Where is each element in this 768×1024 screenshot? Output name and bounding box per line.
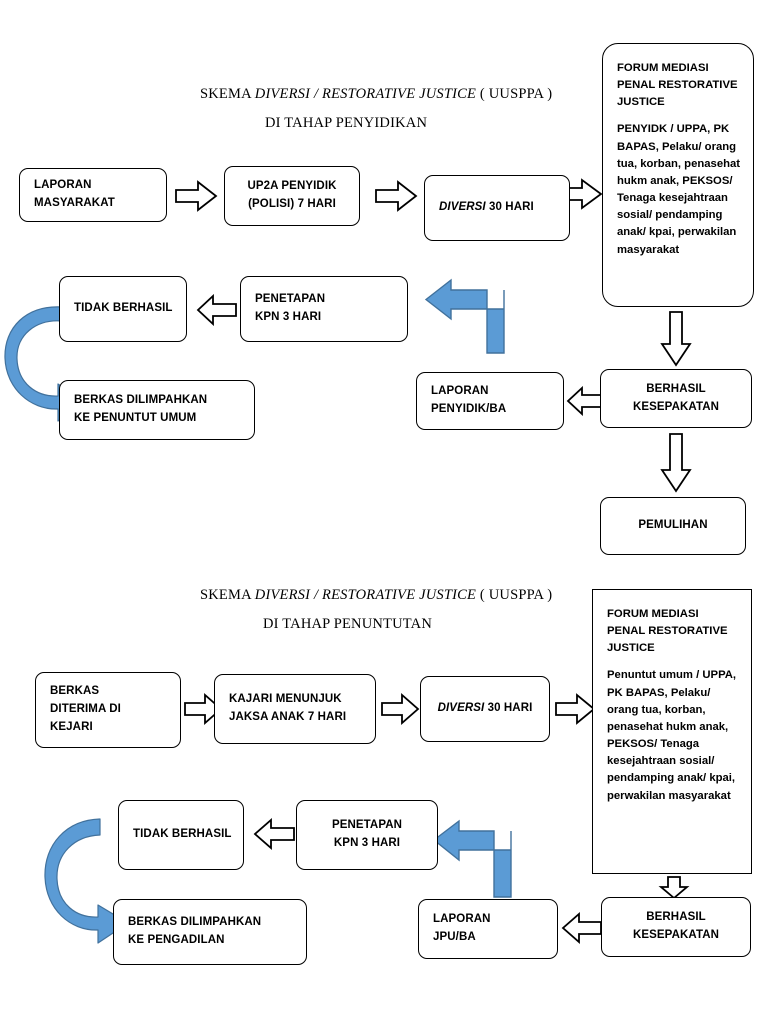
box-laporan-masyarakat: LAPORAN MASYARAKAT: [19, 168, 167, 222]
box-line-1: LAPORAN: [34, 179, 92, 192]
box-line-1: TIDAK BERHASIL: [74, 302, 173, 315]
arrow-forum-to-berhasil-1: [660, 311, 692, 367]
box-diversi-penyidikan: DIVERSI 30 HARI: [424, 175, 570, 241]
arrow-forum-to-berhasil-2: [658, 876, 690, 900]
box-line-2: KE PENUNTUT UMUM: [74, 412, 197, 424]
diversi-rest: 30 HARI: [485, 201, 534, 214]
box-line-2: KESEPAKATAN: [632, 929, 720, 941]
diagram2-forum-heading: FORUM MEDIASI PENAL RESTORATIVE JUSTICE: [607, 608, 728, 655]
arrow-diversi-to-forum-2: [555, 693, 596, 725]
diagram2-title-line1: SKEMA DIVERSI / RESTORATIVE JUSTICE ( UU…: [200, 587, 552, 604]
title-prefix: SKEMA: [200, 587, 255, 603]
diagram1-title-line2: DI TAHAP PENYIDIKAN: [265, 115, 428, 131]
box-line-1: PENETAPAN: [331, 819, 403, 832]
box-line-2: KPN 3 HARI: [333, 837, 401, 849]
diagram1-forum-body: PENYIDK / UPPA, PK BAPAS, Pelaku/ orang …: [617, 123, 741, 256]
arrow-penetapan-to-tidakberhasil-2: [253, 818, 295, 850]
title-suffix: ( UUSPPA ): [476, 587, 553, 603]
box-line-1: BERHASIL: [646, 911, 706, 924]
diversi-rest: 30 HARI: [484, 702, 533, 715]
title-prefix: SKEMA: [200, 86, 255, 102]
arrow-berhasil-to-laporan-jpu: [561, 912, 602, 944]
diagram2-forum-panel: FORUM MEDIASI PENAL RESTORATIVE JUSTICE …: [592, 589, 752, 874]
arrow-kajari-to-diversi: [381, 693, 420, 725]
box-berkas-dilimpahkan-penuntut: BERKAS DILIMPAHKAN KE PENUNTUT UMUM: [59, 380, 255, 440]
title-italic: DIVERSI / RESTORATIVE JUSTICE: [254, 86, 477, 102]
box-laporan-penyidik: LAPORAN PENYIDIK/BA: [416, 372, 564, 430]
box-line-1: LAPORAN: [433, 913, 491, 926]
arrow-laporan-to-up2a: [175, 180, 218, 212]
box-line-1: DIVERSI 30 HARI: [439, 199, 569, 217]
box-line-2: KESEPAKATAN: [632, 400, 720, 413]
box-line-1: BERKAS DILIMPAHKAN: [74, 394, 208, 407]
box-berhasil-kesepakatan-2: BERHASIL KESEPAKATAN: [601, 897, 751, 957]
box-line-1: BERKAS DILIMPAHKAN: [128, 916, 262, 929]
diagram1-forum-panel: FORUM MEDIASI PENAL RESTORATIVE JUSTICE …: [602, 43, 754, 307]
box-diversi-penuntutan: DIVERSI 30 HARI: [420, 676, 550, 742]
box-pemulihan: PEMULIHAN: [600, 497, 746, 555]
box-line-2: (POLISI) 7 HARI: [248, 198, 336, 210]
box-line-1: PEMULIHAN: [638, 519, 708, 532]
box-line-2: DITERIMA DI: [50, 703, 121, 716]
blue-elbow-arrow-1: [424, 278, 505, 354]
box-line-1: DIVERSI 30 HARI: [438, 700, 533, 718]
arrow-up2a-to-diversi: [375, 180, 418, 212]
box-line-2: KE PENGADILAN: [128, 934, 225, 946]
box-up2a-penyidik: UP2A PENYIDIK (POLISI) 7 HARI: [224, 166, 360, 226]
box-berhasil-kesepakatan-1: BERHASIL KESEPAKATAN: [600, 369, 752, 428]
box-line-3: KEJARI: [50, 720, 93, 733]
box-berkas-dilimpahkan-pengadilan: BERKAS DILIMPAHKAN KE PENGADILAN: [113, 899, 307, 965]
box-line-1: UP2A PENYIDIK: [247, 180, 337, 193]
box-line-2: JAKSA ANAK 7 HARI: [229, 711, 347, 723]
diversi-italic: DIVERSI: [439, 201, 486, 214]
spacer: [617, 111, 741, 121]
box-tidak-berhasil-2: TIDAK BERHASIL: [118, 800, 244, 870]
box-line-1: KAJARI MENUNJUK: [229, 693, 342, 706]
diagram2-title-line2: DI TAHAP PENUNTUTAN: [263, 616, 433, 632]
arrow-berhasil-to-pemulihan: [660, 433, 692, 493]
box-line-1: BERHASIL: [646, 382, 706, 395]
spacer: [607, 657, 739, 667]
arrow-penetapan-to-tidakberhasil-1: [196, 294, 237, 326]
box-tidak-berhasil-1: TIDAK BERHASIL: [59, 276, 187, 342]
box-line-2: KPN 3 HARI: [255, 311, 322, 323]
diagram1-title-line1: SKEMA DIVERSI / RESTORATIVE JUSTICE ( UU…: [200, 86, 552, 103]
diversi-italic: DIVERSI: [437, 702, 485, 715]
arrow-berkas-to-kajari: [184, 693, 223, 725]
box-penetapan-kpn-1: PENETAPAN KPN 3 HARI: [240, 276, 408, 342]
box-line-2: JPU/BA: [433, 931, 476, 943]
blue-elbow-arrow-2: [432, 819, 512, 898]
box-line-2: PENYIDIK/BA: [431, 403, 507, 415]
diagram2-forum-body: Penuntut umum / UPPA, PK BAPAS, Pelaku/ …: [607, 669, 737, 802]
title-suffix: ( UUSPPA ): [476, 86, 553, 102]
box-berkas-diterima-kejari: BERKAS DITERIMA DI KEJARI: [35, 672, 181, 748]
box-laporan-jpu: LAPORAN JPU/BA: [418, 899, 558, 959]
title-italic: DIVERSI / RESTORATIVE JUSTICE: [254, 587, 477, 603]
box-line-1: BERKAS: [50, 685, 100, 698]
box-line-1: PENETAPAN: [255, 293, 326, 306]
box-line-1: LAPORAN: [431, 385, 489, 398]
box-penetapan-kpn-2: PENETAPAN KPN 3 HARI: [296, 800, 438, 870]
box-line-1: TIDAK BERHASIL: [133, 828, 232, 841]
box-kajari-menunjuk: KAJARI MENUNJUK JAKSA ANAK 7 HARI: [214, 674, 376, 744]
diagram1-forum-heading: FORUM MEDIASI PENAL RESTORATIVE JUSTICE: [617, 62, 738, 109]
box-line-2: MASYARAKAT: [34, 197, 115, 209]
